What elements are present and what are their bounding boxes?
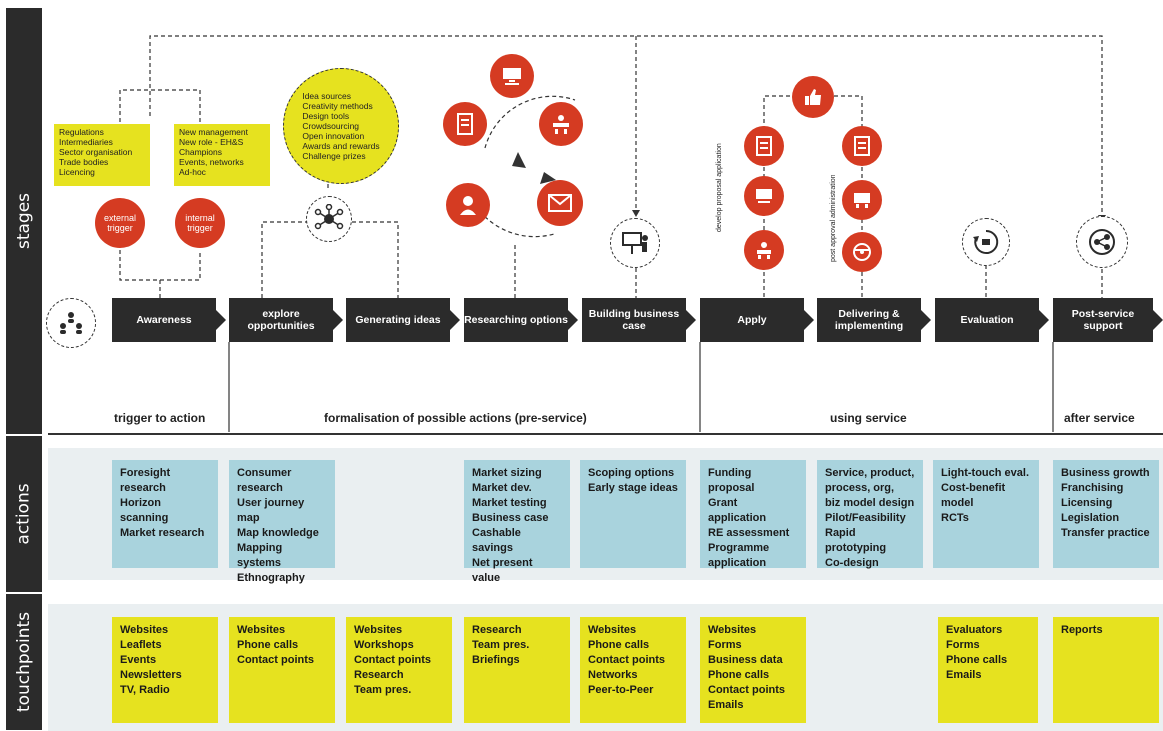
meeting-icon [539,102,583,146]
stage-building-business-case: Building business case [582,298,696,342]
stage-delivering-implementing: Delivering & implementing [817,298,931,342]
stage-apply: Apply [700,298,814,342]
action-card: Funding proposal Grant application RE as… [700,460,806,569]
share-icon [1076,216,1128,268]
touchpoint-card: Websites Leaflets Events Newsletters TV,… [112,617,218,723]
action-card: Service, product, process, org, biz mode… [817,460,923,569]
stage-evaluation: Evaluation [935,298,1049,342]
document-icon [443,102,487,146]
actions-side-label: actions [6,436,42,592]
phase-using-service: using service [830,411,907,425]
envelope-icon [537,180,583,226]
action-card: Scoping options Early stage ideas [580,460,686,568]
touchpoint-card: Websites Forms Business data Phone calls… [700,617,806,723]
touchpoint-card: Websites Workshops Contact points Resear… [346,617,452,723]
cycle-icon [962,218,1010,266]
computer-icon [490,54,534,98]
chart-board-icon [842,180,882,220]
people-network-icon [46,298,96,348]
form-icon [842,126,882,166]
phase-formalisation: formalisation of possible actions (pre-s… [324,411,587,425]
phase-trigger-to-action: trigger to action [114,411,206,425]
action-card: Market sizing Market dev. Market testing… [464,460,570,584]
touchpoint-card: Reports [1053,617,1159,723]
touchpoint-card: Websites Phone calls Contact points Netw… [580,617,686,723]
stage-explore-opportunities: explore opportunities [229,298,343,342]
action-card: Business growth Franchising Licensing Le… [1053,460,1159,568]
touchpoint-card: Evaluators Forms Phone calls Emails [938,617,1038,723]
presentation-icon [610,218,660,268]
hub-icon [306,196,352,242]
section-divider [48,433,1163,435]
stage-researching-options: Researching options [464,298,578,342]
action-card: Light-touch eval. Cost-benefit model RCT… [933,460,1039,568]
stage-awareness: Awareness [112,298,226,342]
stage-generating-ideas: Generating ideas [346,298,460,342]
external-trigger-circle: external trigger [95,198,145,248]
post-approval-label: post approval administration [830,174,837,262]
phase-after-service: after service [1064,411,1135,425]
form-icon [744,126,784,166]
action-card: Foresight research Horizon scanning Mark… [112,460,218,568]
touchpoint-card: Websites Phone calls Contact points [229,617,335,723]
thumbs-up-icon [792,76,834,118]
stages-side-label: stages [6,8,42,434]
meeting-icon [744,230,784,270]
touchpoints-side-label: touchpoints [6,594,42,730]
action-card: Consumer research User journey map Map k… [229,460,335,584]
touchpoint-card: Research Team pres. Briefings [464,617,570,723]
steering-icon [842,232,882,272]
internal-trigger-circle: internal trigger [175,198,225,248]
stage-post-service-support: Post-service support [1053,298,1163,342]
person-icon [446,183,490,227]
computer-icon [744,176,784,216]
develop-proposal-label: develop proposal application [716,143,723,232]
